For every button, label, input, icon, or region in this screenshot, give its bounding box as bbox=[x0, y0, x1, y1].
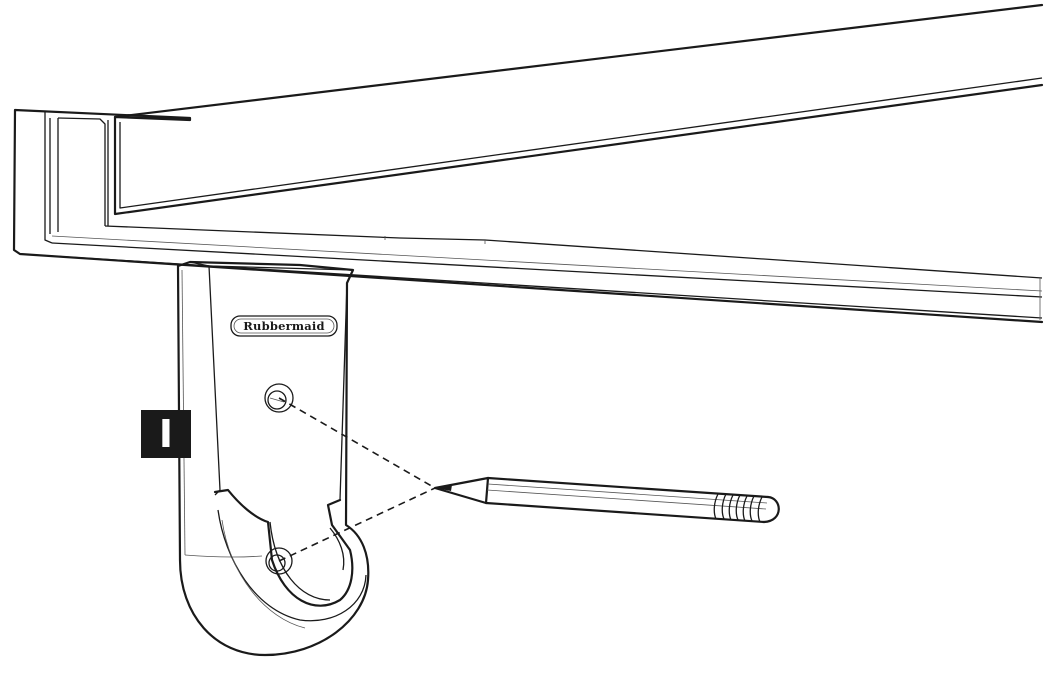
step-label: I bbox=[158, 412, 174, 456]
pencil bbox=[433, 476, 780, 524]
dashed-guide-lines bbox=[278, 397, 436, 562]
brand-logo: Rubbermaid bbox=[230, 315, 338, 337]
screw-hole-lower bbox=[265, 547, 293, 575]
shelf bbox=[12, 3, 1044, 324]
screw-hole-upper bbox=[264, 383, 294, 413]
hook-bracket: Rubbermaid bbox=[176, 260, 370, 657]
brand-text: Rubbermaid bbox=[243, 319, 324, 333]
step-badge: I bbox=[141, 410, 191, 458]
